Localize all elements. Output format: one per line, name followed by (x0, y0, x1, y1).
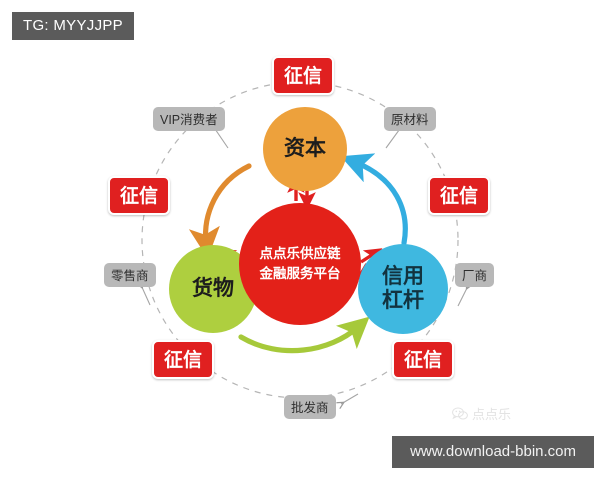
platform-node-label-line1: 点点乐供应链 (259, 245, 341, 261)
platform-node-label: 点点乐供应链 金融服务平台 (260, 244, 341, 285)
wechat-watermark: 点点乐 (452, 404, 511, 423)
role-chip-retailer[interactable]: 零售商 (104, 263, 156, 287)
goods-node-label: 货物 (192, 277, 234, 301)
wechat-watermark-label: 点点乐 (472, 407, 512, 422)
platform-node[interactable]: 点点乐供应链 金融服务平台 (239, 203, 361, 325)
credit-report-badge-top[interactable]: 征信 (272, 56, 335, 95)
capital-node[interactable]: 资本 (263, 107, 347, 191)
wechat-icon (452, 407, 468, 421)
role-chip-wholesaler[interactable]: 批发商 (284, 395, 336, 419)
credit-report-badge-left[interactable]: 征信 (108, 176, 171, 215)
role-chip-vip-consumer[interactable]: VIP消费者 (153, 107, 225, 131)
credit-report-badge-right[interactable]: 征信 (428, 176, 491, 215)
goods-to-credit-arrow (238, 316, 370, 354)
credit-node[interactable]: 信用 杠杆 (358, 244, 448, 334)
telegram-tag: TG: MYYJJPP (12, 12, 134, 40)
credit-node-label-line2: 杠杆 (382, 289, 424, 312)
credit-node-label: 信用 杠杆 (382, 265, 424, 312)
credit-report-badge-bottom-right[interactable]: 征信 (392, 340, 455, 379)
role-chip-raw-material[interactable]: 原材料 (384, 107, 436, 131)
credit-report-badge-bottom-left[interactable]: 征信 (152, 340, 215, 379)
site-url-bar: www.download-bbin.com (392, 436, 594, 468)
capital-node-label: 资本 (284, 137, 326, 161)
credit-node-label-line1: 信用 (382, 265, 424, 289)
credit-to-capital-arrow (340, 153, 408, 246)
capital-to-goods-arrow (188, 163, 252, 259)
role-chip-manufacturer[interactable]: 厂商 (455, 263, 495, 287)
goods-node[interactable]: 货物 (169, 245, 257, 333)
platform-node-label-line2: 金融服务平台 (259, 266, 341, 281)
